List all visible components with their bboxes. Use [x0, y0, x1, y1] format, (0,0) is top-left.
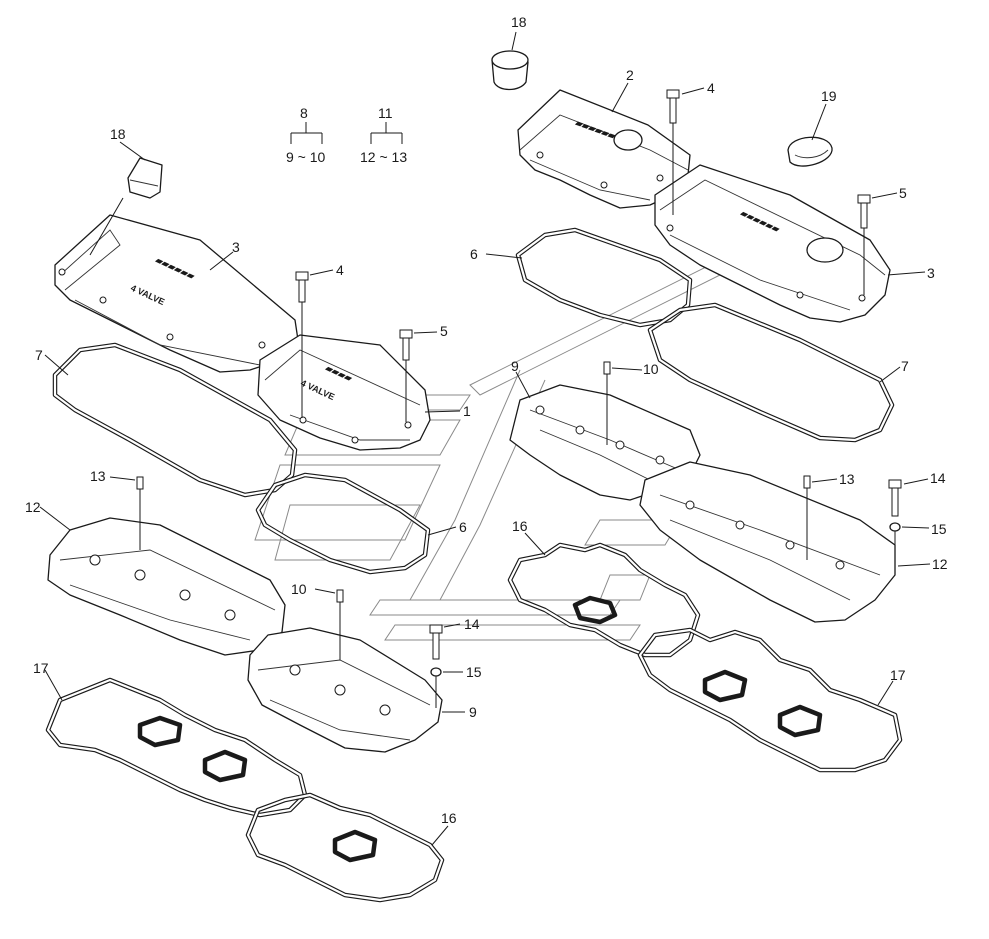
bolt-4-left — [295, 271, 309, 418]
callout-13: 13 — [839, 471, 855, 487]
bolt-5-right — [857, 194, 871, 295]
callout-9: 9 — [469, 704, 477, 720]
callout-15: 15 — [466, 664, 482, 680]
bolt-14-right — [888, 479, 902, 517]
bolt-5-left — [399, 329, 413, 422]
callout-2: 2 — [626, 67, 634, 83]
dowel-13-right — [803, 475, 811, 560]
gasket-17-right — [637, 627, 903, 773]
dowel-10-left — [336, 589, 344, 660]
valve-cover-left-front: ▰▰▰▰ 4 VALVE — [257, 334, 431, 451]
callout-3: 3 — [927, 265, 935, 281]
callout-5: 5 — [440, 323, 448, 339]
valve-cover-left-main: ▰▰▰▰▰▰ 4 VALVE — [54, 214, 299, 373]
callout-5: 5 — [899, 185, 907, 201]
callout-7: 7 — [901, 358, 909, 374]
callout-6: 6 — [459, 519, 467, 535]
callout-17: 17 — [890, 667, 906, 683]
filler-cap-19 — [787, 136, 833, 167]
bolt-14-left — [429, 624, 443, 660]
gasket-6-left — [255, 472, 431, 575]
cam-carrier-9-left — [247, 627, 443, 753]
callout-18: 18 — [511, 14, 527, 30]
callout-16: 16 — [512, 518, 528, 534]
callout-19: 19 — [821, 88, 837, 104]
dowel-13-left — [136, 476, 144, 550]
oil-filler-cap-left — [127, 157, 163, 199]
gasket-7-right — [647, 302, 895, 443]
callout-10: 10 — [291, 581, 307, 597]
dowel-10-right — [603, 361, 611, 445]
leader-lines — [39, 31, 931, 846]
callout-12: 12 — [932, 556, 948, 572]
callout-17: 17 — [33, 660, 49, 676]
group-8-range: 9 ~ 10 — [286, 149, 326, 165]
callout-1: 1 — [463, 403, 471, 419]
callout-6: 6 — [470, 246, 478, 262]
bolt-4-right — [666, 89, 680, 215]
callout-15: 15 — [931, 521, 947, 537]
callout-16: 16 — [441, 810, 457, 826]
callout-labels: 18 2 4 19 5 3 6 7 9 10 13 14 15 12 16 17… — [25, 14, 948, 826]
callout-13: 13 — [90, 468, 106, 484]
gasket-16-right — [507, 542, 701, 658]
washer-15-left — [430, 667, 442, 708]
washer-15-right — [889, 522, 901, 565]
valve-cover-right-rear: ▰▰▰▰▰▰ — [517, 89, 691, 209]
gasket-16-left — [245, 792, 445, 903]
callout-14: 14 — [930, 470, 946, 486]
callout-18: 18 — [110, 126, 126, 142]
group-8-label: 8 — [300, 105, 308, 121]
callout-14: 14 — [464, 616, 480, 632]
callout-12: 12 — [25, 499, 41, 515]
cam-carrier-12-left — [47, 517, 286, 656]
callout-3: 3 — [232, 239, 240, 255]
cam-carrier-12-right — [639, 461, 896, 623]
callout-7: 7 — [35, 347, 43, 363]
callout-4: 4 — [336, 262, 344, 278]
group-11-label: 11 — [378, 105, 393, 121]
callout-9: 9 — [511, 358, 519, 374]
group-11-range: 12 ~ 13 — [360, 149, 407, 165]
gasket-17-left — [45, 677, 308, 818]
oil-filler-cap-right — [491, 50, 529, 91]
callout-10: 10 — [643, 361, 659, 377]
callout-4: 4 — [707, 80, 715, 96]
gasket-6-right — [515, 227, 693, 328]
valve-cover-right-front: ▰▰▰▰▰▰ — [654, 164, 891, 323]
